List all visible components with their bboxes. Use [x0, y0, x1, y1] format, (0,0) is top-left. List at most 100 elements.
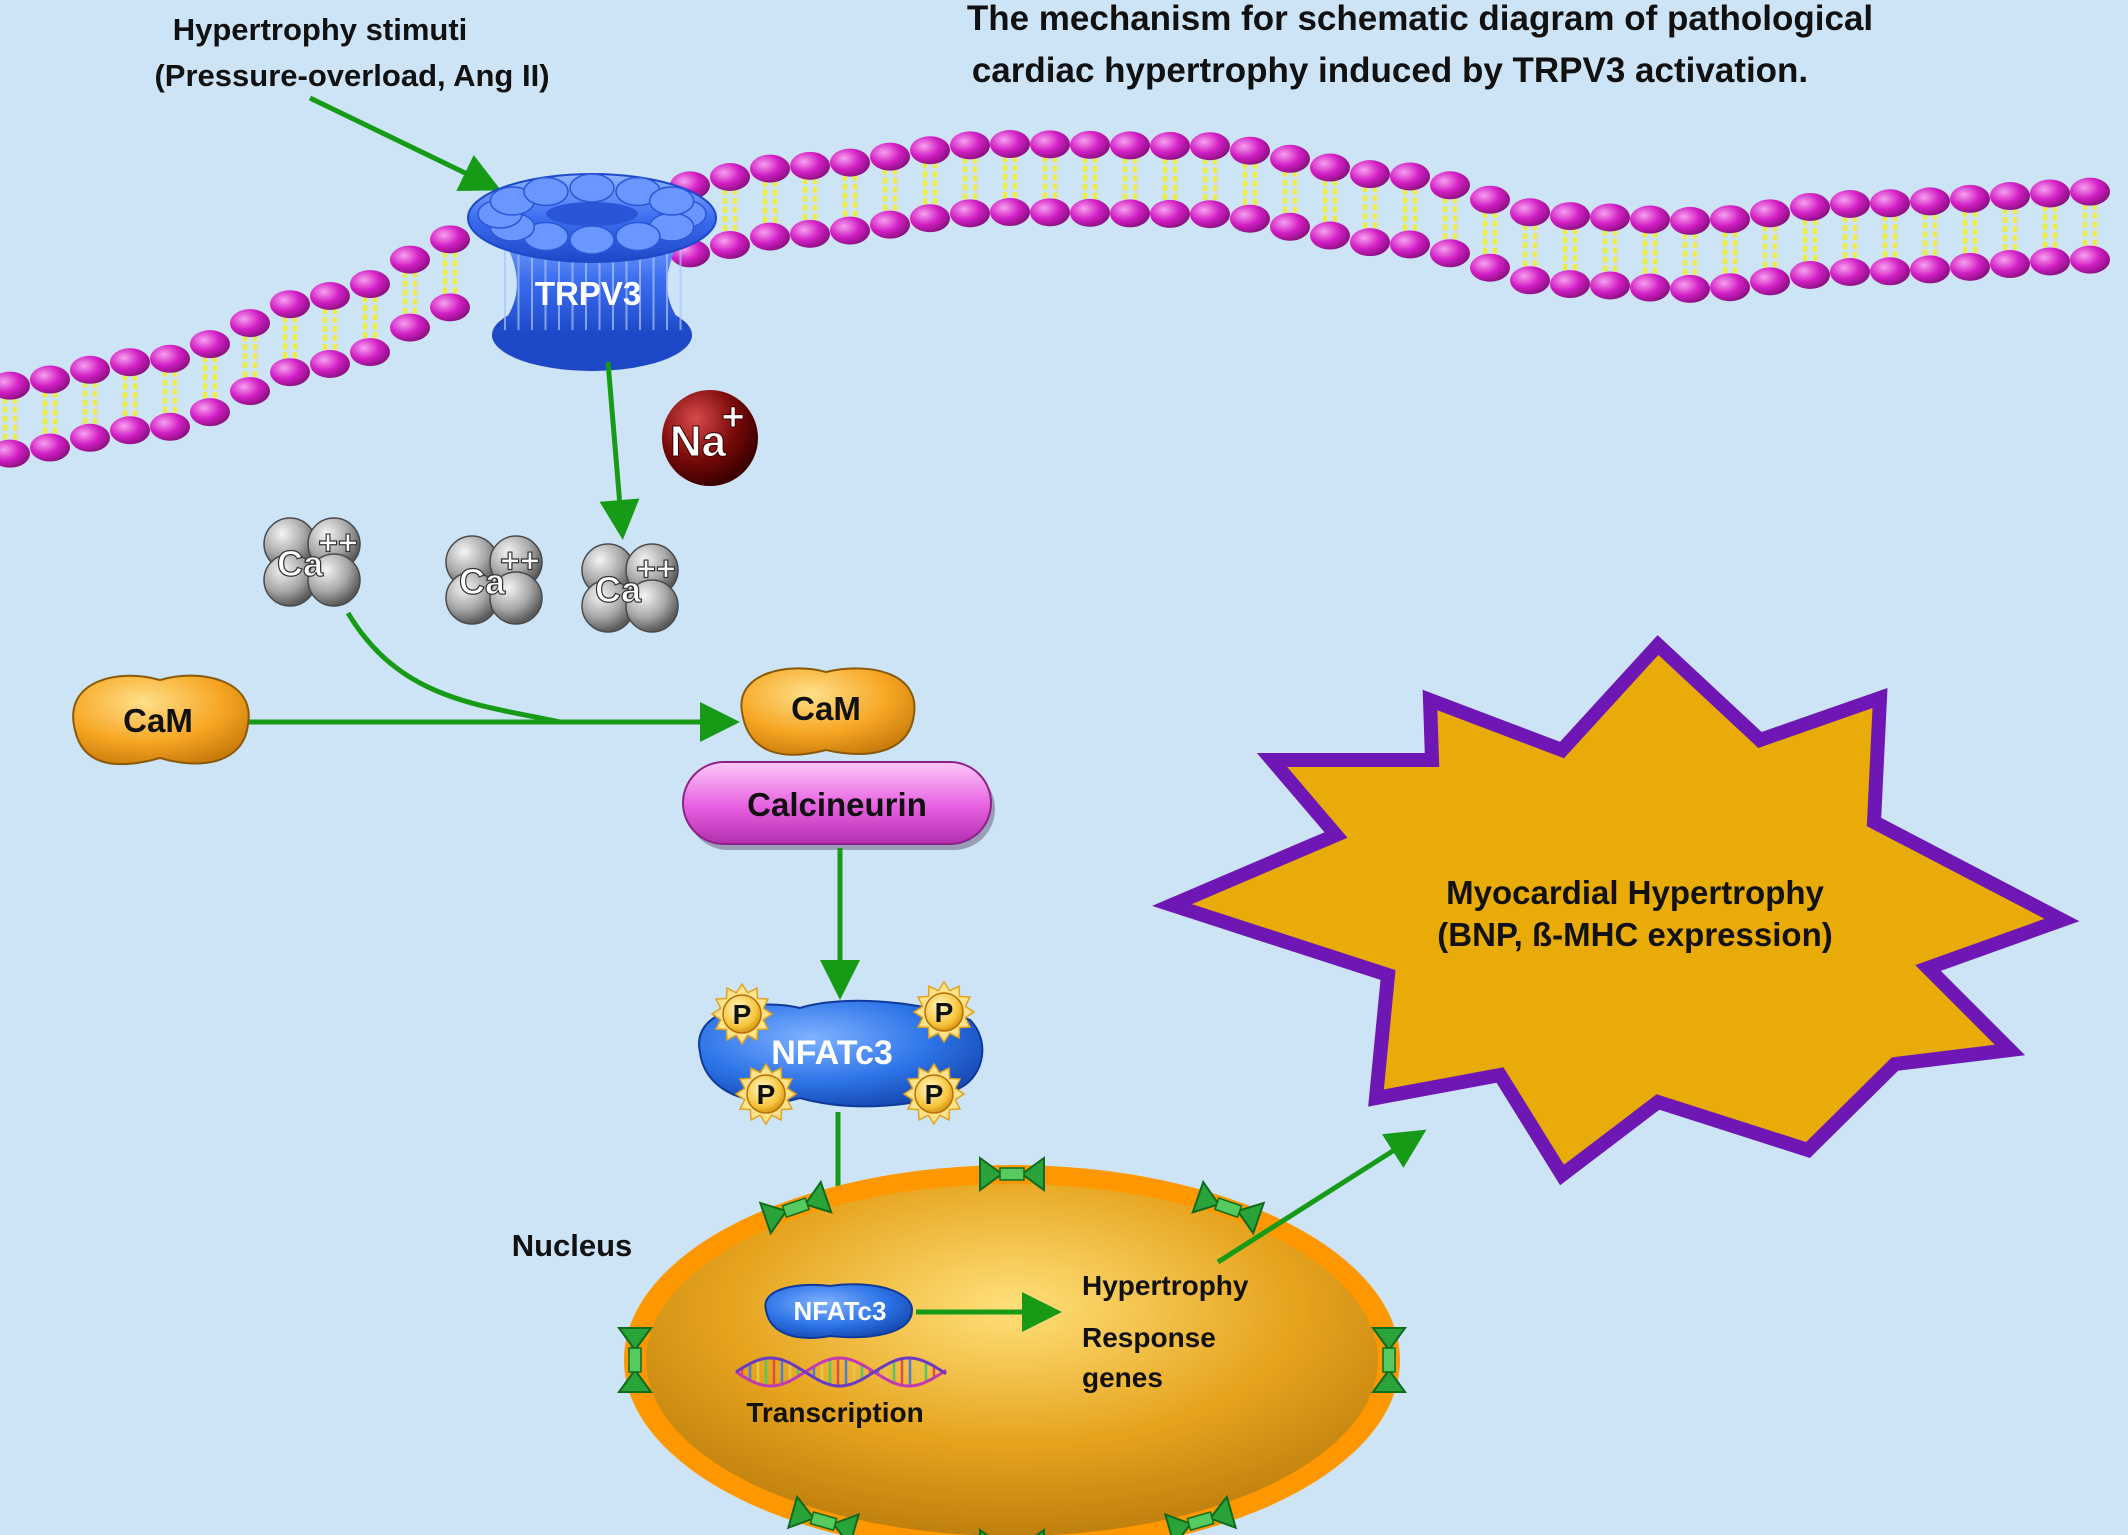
lipid-head — [1590, 203, 1630, 232]
arrow-calcium-to-cam — [345, 611, 561, 725]
lipid-head — [710, 163, 750, 191]
lipid-head — [910, 136, 950, 165]
lipid-head — [1390, 162, 1430, 191]
cam-free-label: CaM — [123, 702, 193, 739]
lipid-head — [790, 151, 830, 180]
lipid-head — [2030, 247, 2070, 276]
calcium-lobe — [625, 579, 679, 633]
lipid-head — [1230, 204, 1270, 233]
stimuli-label-line2: (Pressure-overload, Ang II) — [154, 58, 549, 93]
lipid-head — [1950, 184, 1990, 213]
lipid-head — [1070, 198, 1110, 227]
diagram-title-line1: The mechanism for schematic diagram of p… — [967, 0, 1873, 38]
phosphate-core — [914, 1074, 954, 1114]
stimuli-label-line1: Hypertrophy stimuti — [173, 12, 468, 47]
calcium-lobe — [307, 553, 361, 607]
lipid-head — [1510, 198, 1550, 227]
nuclear-pore — [1191, 1179, 1266, 1236]
lipid-head — [910, 204, 950, 233]
lipid-head — [1430, 239, 1470, 268]
nuclear-pore — [758, 1179, 833, 1236]
lipid-head — [310, 350, 350, 378]
lipid-head — [110, 348, 150, 377]
phosphate-label: P — [733, 999, 752, 1030]
lipid-head — [390, 313, 430, 342]
lipid-head — [1550, 202, 1590, 231]
nuclear-pores — [617, 1156, 1407, 1535]
lipid-head — [390, 245, 430, 274]
nuclear-pore — [617, 1327, 653, 1393]
lipid-head — [990, 198, 1030, 227]
calcineurin-label: Calcineurin — [747, 786, 927, 823]
sodium-charge: + — [721, 395, 744, 439]
lipid-head — [1390, 230, 1430, 259]
phosphate: P — [912, 980, 976, 1044]
trpv3-channel: TRPV3 — [467, 173, 717, 371]
lipid-head — [1190, 200, 1230, 229]
lipid-head — [2070, 177, 2110, 206]
lipid-head — [1270, 144, 1310, 173]
calcium-lobe — [489, 571, 543, 625]
channel-subunit — [615, 221, 661, 252]
lipid-head — [230, 309, 270, 338]
lipid-head — [1190, 132, 1230, 161]
lipid-head — [1710, 273, 1750, 302]
sodium-ion: Na + — [662, 390, 758, 486]
nuclear-pore — [1163, 1494, 1238, 1535]
calcineurin: Calcineurin — [682, 761, 995, 850]
lipid-head — [70, 355, 110, 384]
calcium-charge: ++ — [636, 550, 676, 588]
lipid-head — [1150, 131, 1190, 160]
lipid-head — [1910, 255, 1950, 284]
lipid-head — [990, 130, 1030, 159]
nfatc3-nuclear-label: NFATc3 — [794, 1296, 887, 1326]
lipid-head — [1630, 205, 1670, 234]
lipid-head — [1470, 185, 1510, 214]
channel-subunit — [523, 176, 569, 207]
lipid-head — [2070, 245, 2110, 274]
nucleus — [617, 1156, 1407, 1535]
phosphate: P — [710, 982, 774, 1046]
lipid-head — [190, 398, 230, 427]
lipid-head — [1590, 271, 1630, 300]
dna-strand — [735, 1356, 947, 1388]
genes-label-line3: genes — [1082, 1362, 1163, 1393]
calcium-symbol: Ca — [595, 569, 642, 610]
lipid-head — [190, 330, 230, 359]
lipid-head — [1990, 250, 2030, 279]
lipid-head — [1830, 190, 1870, 218]
lipid-head — [430, 225, 470, 254]
outcome-label-line1: Myocardial Hypertrophy — [1446, 874, 1824, 911]
phosphate-label: P — [925, 1079, 944, 1110]
lipid-head — [1070, 130, 1110, 159]
lipid-head — [1870, 189, 1910, 218]
lipid-head — [1790, 260, 1830, 289]
lipid-head — [150, 344, 190, 373]
lipid-head — [870, 210, 910, 239]
lipid-head — [1630, 273, 1670, 302]
arrow-trpv3-to-calcium — [599, 361, 640, 540]
lipid-head — [70, 423, 110, 452]
arrow-stimuli-to-trpv3 — [308, 95, 502, 191]
lipid-head — [1750, 199, 1790, 228]
phosphate: P — [734, 1062, 798, 1126]
lipid-head — [950, 199, 990, 228]
lipid-head — [1350, 160, 1390, 189]
phosphate-core — [924, 992, 964, 1032]
calcium-ions: Ca++Ca++Ca++ — [263, 517, 679, 633]
lipid-head — [1110, 199, 1150, 228]
lipid-head — [270, 358, 310, 387]
lipid-head — [1110, 131, 1150, 160]
dna-helix — [735, 1356, 947, 1388]
arrow-genes-to-hypertrophy — [1216, 1129, 1427, 1265]
lipid-head — [1670, 206, 1710, 235]
lipid-head — [1950, 252, 1990, 281]
lipid-head — [30, 433, 70, 462]
calcium-ion: Ca++ — [263, 517, 361, 607]
lipid-head — [1310, 153, 1350, 182]
lipid-head — [1510, 266, 1550, 295]
lipid-head — [0, 439, 30, 468]
outcome-label-line2: (BNP, ß-MHC expression) — [1437, 916, 1832, 953]
phosphate-core — [722, 994, 762, 1034]
